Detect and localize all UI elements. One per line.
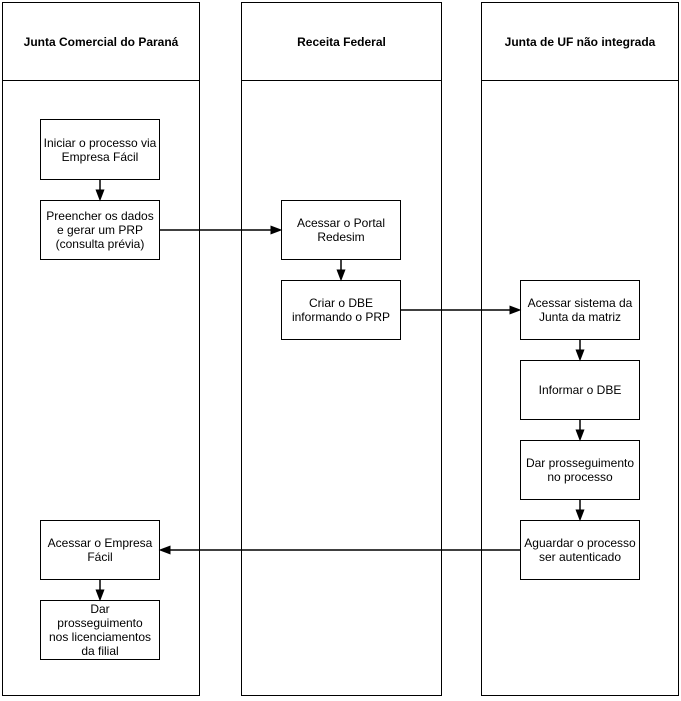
node-preencher-dados-prp-label: Preencher os dados e gerar um PRP (consu… [46, 209, 154, 251]
lane-junta-uf-nao-integrada: Junta de UF não integrada [481, 2, 679, 696]
node-aguardar-autenticacao-label: Aguardar o processo ser autenticado [524, 536, 636, 564]
lane-title-receita-federal: Receita Federal [242, 3, 441, 81]
node-preencher-dados-prp: Preencher os dados e gerar um PRP (consu… [40, 200, 160, 260]
lane-receita-federal: Receita Federal [241, 2, 442, 696]
node-acessar-sistema-junta-matriz-label: Acessar sistema da Junta da matriz [527, 296, 633, 324]
node-informar-dbe: Informar o DBE [520, 360, 640, 420]
node-iniciar-processo: Iniciar o processo via Empresa Fácil [40, 119, 160, 180]
lane-title-junta-uf-nao-integrada: Junta de UF não integrada [482, 3, 678, 81]
node-aguardar-autenticacao: Aguardar o processo ser autenticado [520, 520, 640, 580]
node-dar-prosseguimento-licenciamentos: Dar prosseguimento nos licenciamentos da… [40, 600, 160, 660]
lane-title-junta-comercial-parana: Junta Comercial do Paraná [3, 3, 199, 81]
node-criar-dbe-label: Criar o DBE informando o PRP [291, 296, 391, 324]
node-acessar-portal-redesim-label: Acessar o Portal Redesim [296, 216, 386, 244]
node-acessar-portal-redesim: Acessar o Portal Redesim [281, 200, 401, 260]
lane-junta-comercial-parana: Junta Comercial do Paraná [2, 2, 200, 696]
node-acessar-sistema-junta-matriz: Acessar sistema da Junta da matriz [520, 280, 640, 340]
node-criar-dbe: Criar o DBE informando o PRP [281, 280, 401, 340]
node-dar-prosseguimento-processo-label: Dar prosseguimento no processo [525, 456, 635, 484]
node-iniciar-processo-label: Iniciar o processo via Empresa Fácil [43, 135, 157, 164]
node-informar-dbe-label: Informar o DBE [538, 383, 622, 397]
node-dar-prosseguimento-processo: Dar prosseguimento no processo [520, 440, 640, 500]
node-dar-prosseguimento-licenciamentos-label: Dar prosseguimento nos licenciamentos da… [48, 602, 152, 658]
node-acessar-empresa-facil: Acessar o Empresa Fácil [40, 520, 160, 580]
node-acessar-empresa-facil-label: Acessar o Empresa Fácil [47, 536, 153, 564]
